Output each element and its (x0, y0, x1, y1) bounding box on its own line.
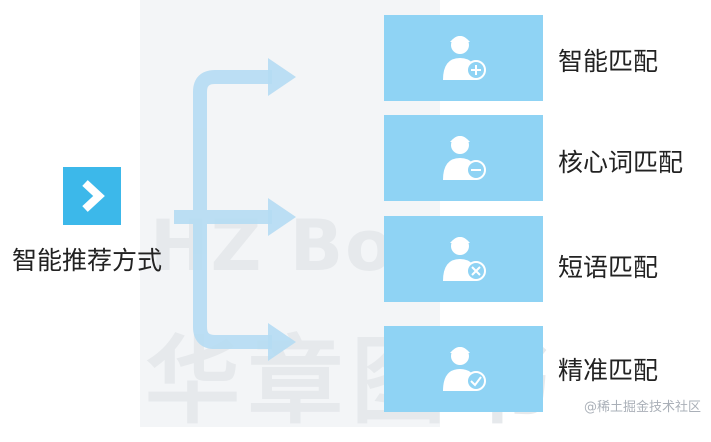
user-remove-icon (442, 136, 486, 180)
root-label: 智能推荐方式 (12, 246, 163, 275)
method-label-phrase: 短语匹配 (558, 253, 659, 282)
method-card-exact (384, 326, 543, 412)
user-check-icon (442, 347, 486, 391)
user-add-icon (442, 36, 486, 80)
chevron-right-icon (63, 167, 121, 225)
method-card-core (384, 115, 543, 201)
source-credit: @稀土掘金技术社区 (583, 400, 701, 415)
method-card-smart (384, 15, 543, 101)
arrowhead-2 (268, 198, 296, 236)
user-cancel-icon (442, 237, 486, 281)
method-label-core: 核心词匹配 (558, 148, 684, 177)
method-card-phrase (384, 216, 543, 302)
arrowhead-3 (268, 323, 296, 361)
method-label-exact: 精准匹配 (558, 356, 659, 385)
arrowhead-1 (268, 58, 296, 96)
method-label-smart: 智能匹配 (558, 47, 659, 76)
branch-arrows (174, 58, 296, 361)
branch-trunk (193, 70, 272, 349)
